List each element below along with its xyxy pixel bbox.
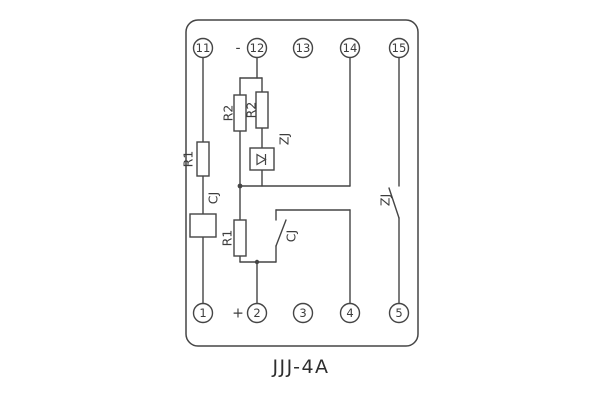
cj-coil-box [189,213,217,238]
terminal-1-number: 1 [199,306,206,320]
diagram-title: JJJ-4A [271,356,329,378]
terminal-15-number: 15 [392,41,407,55]
terminal-15-circle [388,37,410,59]
terminal-2-number: 2 [253,306,260,320]
component-labels: R1 CJ R2 R2 ZJ R1 CJ ZJ [181,102,393,247]
resistor-r2-right [255,91,269,129]
junction-dot [237,183,243,189]
terminal-4-number: 4 [346,306,353,320]
label-r1-upper: R1 [181,151,196,168]
terminal-2: 2 [246,302,268,324]
zj-contact-blade [388,187,400,219]
terminal-11-number: 11 [196,41,211,55]
terminal-1-circle [192,302,214,324]
plus-sign: + [232,306,244,322]
zj-diode-box [249,147,275,171]
diode-icon [256,153,267,166]
cj-contact-blade [275,219,287,247]
terminal-3-number: 3 [299,306,306,320]
terminal-3: 3 [292,302,314,324]
terminal-4: 4 [339,302,361,324]
minus-sign: - [235,41,240,57]
resistor-r2-left [233,94,247,132]
terminal-12-number: 12 [250,41,265,55]
terminal-5: 5 [388,302,410,324]
label-zj-relay: ZJ [277,133,292,145]
terminal-4-circle [339,302,361,324]
terminal-14-circle [339,37,361,59]
terminal-13-circle [292,37,314,59]
label-r2-left: R2 [221,105,236,122]
label-r1-lower: R1 [220,230,235,247]
label-cj-coil: CJ [206,192,221,204]
label-r2-right: R2 [244,102,259,119]
terminal-3-circle [292,302,314,324]
label-cj-contact: CJ [284,230,299,242]
terminal-13: 13 [292,37,314,59]
terminal-5-number: 5 [395,306,402,320]
junction-dot [254,259,260,265]
terminal-5-circle [388,302,410,324]
resistor-r1-upper [196,141,210,177]
components [189,91,275,257]
terminal-11-circle [192,37,214,59]
terminal-11: 11 [192,37,214,59]
terminal-14: 14 [339,37,361,59]
terminal-12-circle [246,37,268,59]
terminals-top: 11 12 13 14 15 [192,37,410,59]
terminal-14-number: 14 [343,41,358,55]
wiring [202,56,400,305]
terminal-2-circle [246,302,268,324]
terminals-bottom: 1 2 3 4 5 [192,302,410,324]
label-zj-contact: ZJ [378,194,393,206]
terminal-12: 12 [246,37,268,59]
resistor-r1-lower [233,219,247,257]
schematic-frame [185,19,419,347]
terminal-15: 15 [388,37,410,59]
terminal-1: 1 [192,302,214,324]
terminal-13-number: 13 [296,41,311,55]
